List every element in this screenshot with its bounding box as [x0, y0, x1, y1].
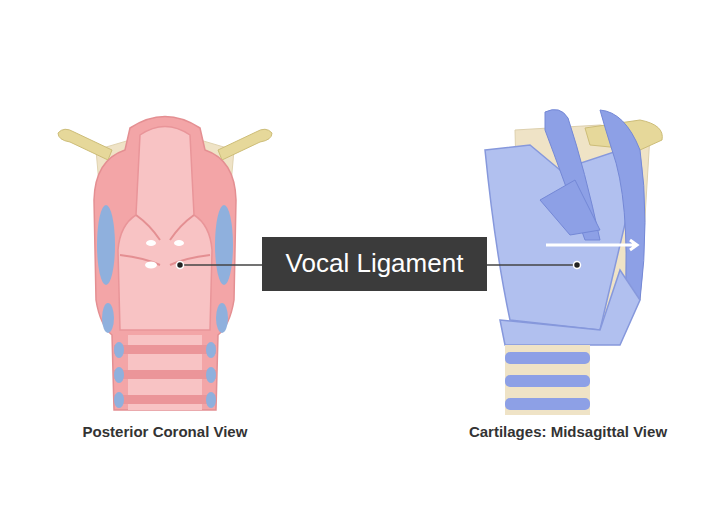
- coronal-view: [58, 117, 272, 411]
- cricoid-cartilage: [216, 303, 228, 333]
- view-caption: Cartilages: Midsagittal View: [469, 423, 667, 440]
- tracheal-cartilage: [206, 367, 216, 383]
- arytenoid-cartilage: [540, 180, 600, 235]
- leader-dot: [574, 262, 581, 269]
- trachea: [505, 345, 590, 415]
- leader-line: [487, 264, 577, 266]
- vestibular-fold: [136, 215, 194, 240]
- trachea-ring: [114, 370, 216, 379]
- fold-highlight: [145, 262, 157, 269]
- trachea-ring: [114, 345, 216, 354]
- tracheal-cartilage: [114, 392, 124, 408]
- midsagittal-view: [485, 110, 662, 415]
- vocal-ligament: [546, 240, 637, 250]
- tracheal-cartilage: [206, 392, 216, 408]
- leader-dot: [177, 262, 184, 269]
- leader-line: [180, 264, 262, 266]
- callout-box: Vocal Ligament: [262, 237, 487, 291]
- view-caption: Posterior Coronal View: [83, 423, 248, 440]
- tracheal-ring: [505, 352, 590, 364]
- thyroid-cartilage: [97, 205, 115, 285]
- posterior-cartilage: [600, 110, 645, 300]
- hyoid-horn: [218, 129, 272, 160]
- vocal-fold: [120, 255, 210, 265]
- callout-label: Vocal Ligament: [286, 249, 464, 279]
- tracheal-cartilage: [206, 342, 216, 358]
- cricoid-cartilage: [500, 270, 640, 345]
- trachea-ring: [114, 395, 216, 404]
- tracheal-cartilage: [114, 342, 124, 358]
- cricoid-cartilage: [102, 303, 114, 333]
- larynx-body: [94, 117, 236, 411]
- tracheal-ring: [505, 398, 590, 410]
- laryngeal-cavity: [118, 127, 212, 331]
- hyoid-horn: [58, 129, 112, 160]
- thyroid-cartilage: [215, 205, 233, 285]
- fold-highlight: [146, 240, 156, 246]
- tracheal-cartilage: [114, 367, 124, 383]
- tracheal-ring: [505, 375, 590, 387]
- fold-highlight: [174, 240, 184, 246]
